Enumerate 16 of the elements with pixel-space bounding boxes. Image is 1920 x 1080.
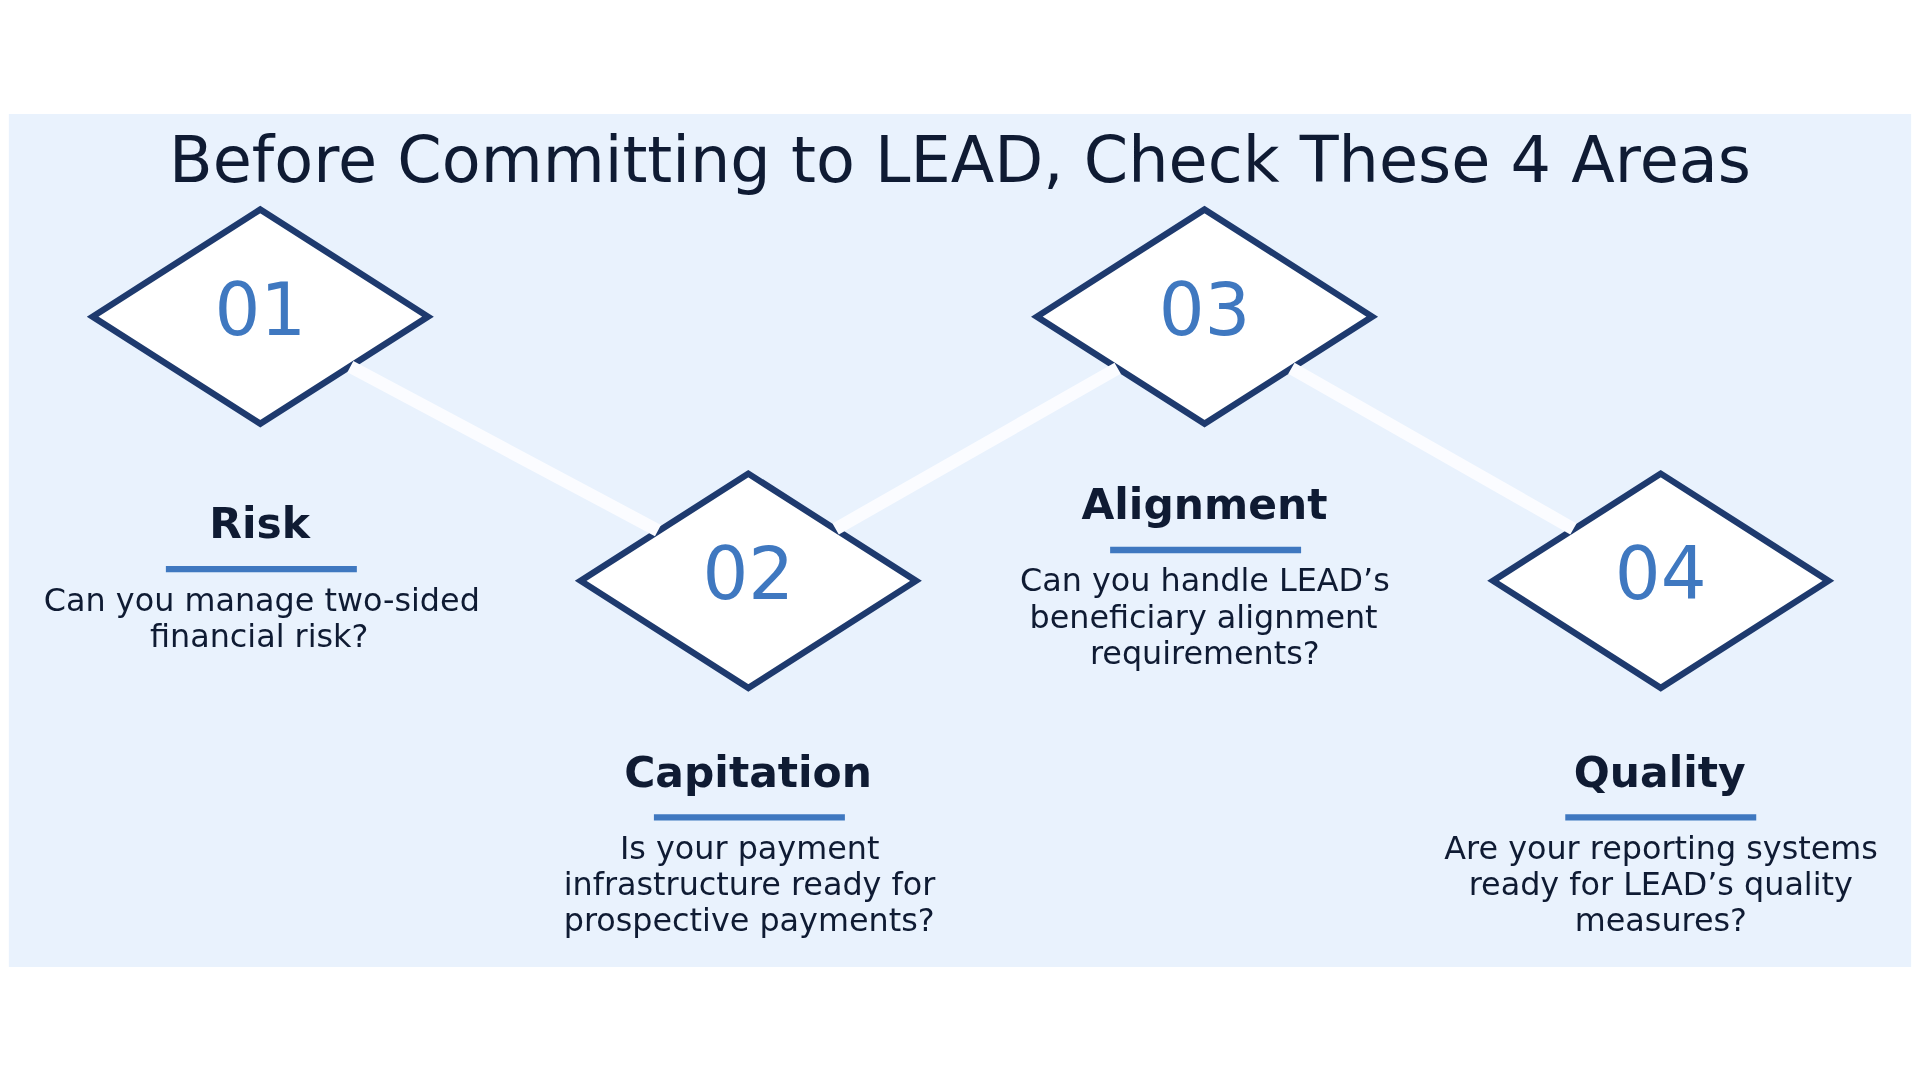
- node-label: Are your reporting systems ready for LEAD’s quality measures?: [1444, 828, 1878, 939]
- connector: [347, 360, 661, 536]
- node-label: Can you handle LEAD’s beneficiary alignment requirements?: [1019, 560, 1390, 672]
- node-label: Capitation: [624, 747, 872, 797]
- node-diamond: 04: [1487, 469, 1835, 692]
- node-label: Is your payment infrastructure ready for prospective payments?: [563, 828, 936, 939]
- node-label: Can you manage two-sided financial risk?: [43, 580, 480, 655]
- node-diamond: 02: [574, 469, 922, 692]
- connector: [832, 362, 1121, 534]
- node-diamond: 03: [1031, 205, 1379, 428]
- node-label: Alignment: [1081, 479, 1328, 529]
- connector: [1288, 362, 1577, 534]
- node-diamond: 01: [86, 205, 434, 428]
- node-label: Quality: [1573, 747, 1746, 797]
- diagram-title: Before Committing to LEAD, Check These 4 Areas: [169, 122, 1751, 197]
- node-label: Risk: [209, 498, 311, 548]
